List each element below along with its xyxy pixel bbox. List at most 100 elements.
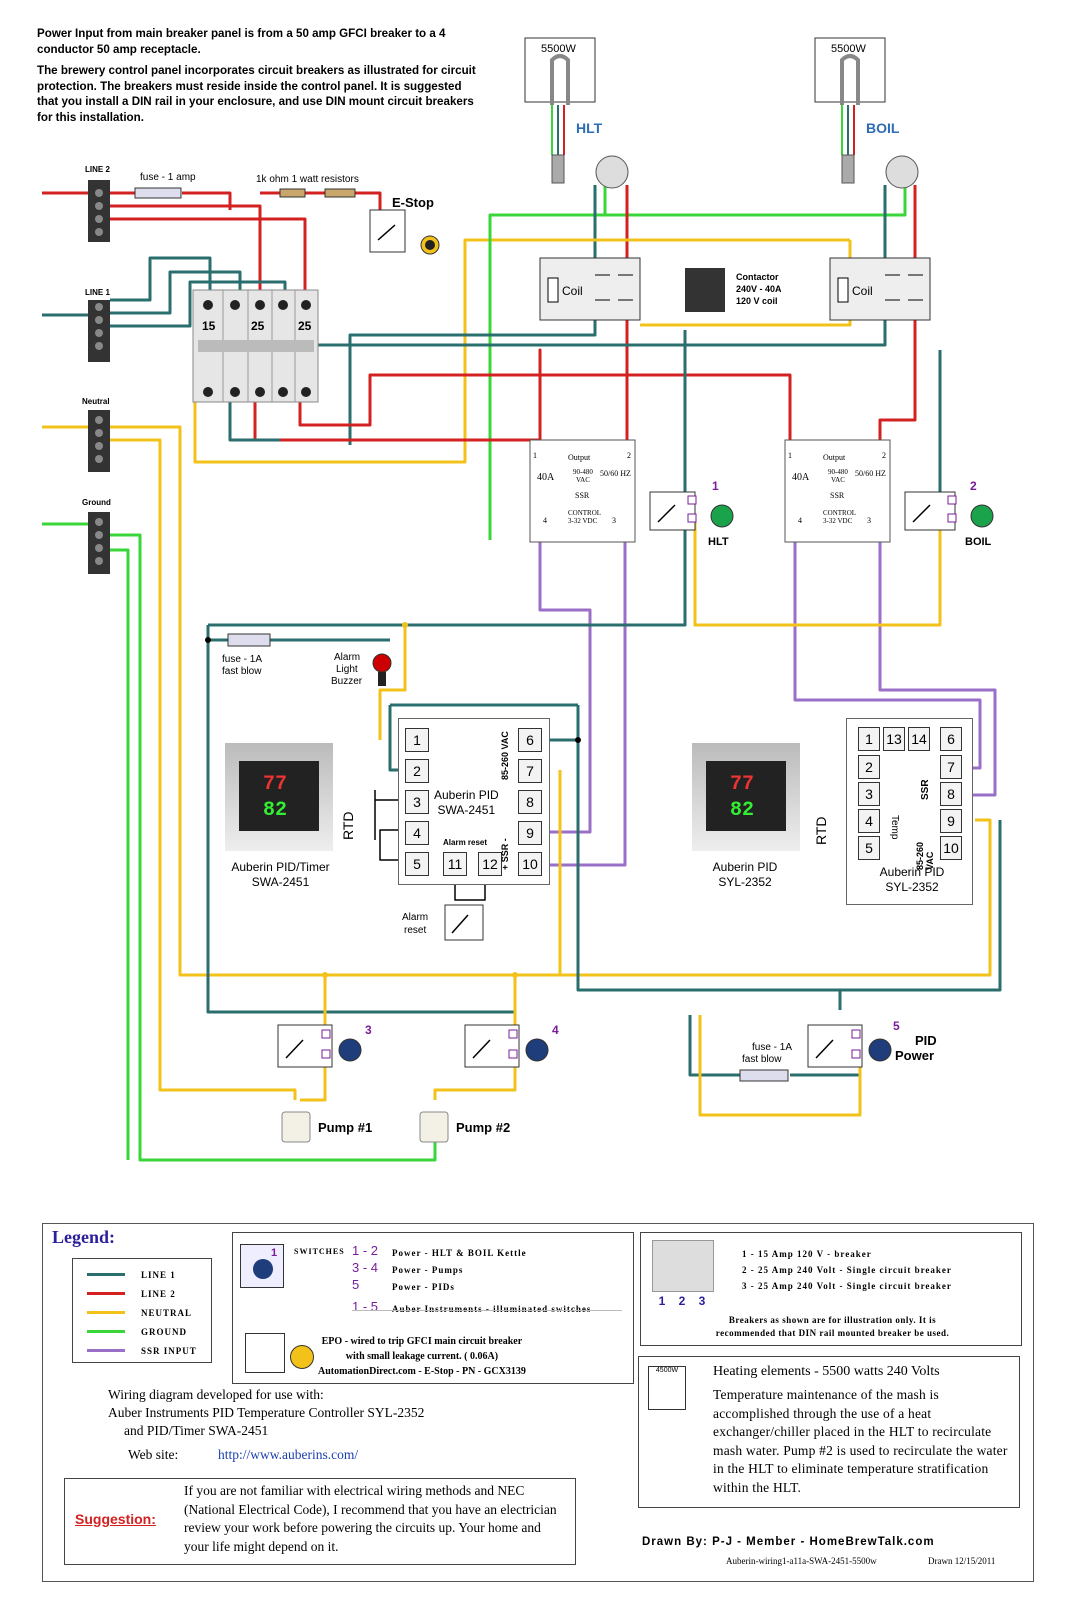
legend-switch-num-2: 3 - 4	[352, 1260, 379, 1275]
switch-hlt-label: HLT	[708, 536, 729, 548]
legend-suggestion	[64, 1478, 576, 1565]
legend-swatch-line1	[87, 1273, 125, 1276]
legend-epo-button	[290, 1345, 314, 1369]
wiring-diagram: LINE 2 LINE 1 Neutral Ground fuse - 1 am…	[42, 37, 1002, 1162]
wire-ssr-boil	[793, 515, 982, 770]
contactor-line-2: 240V - 40A	[736, 284, 782, 294]
terminal-block-neutral	[88, 410, 110, 472]
swa-vac-label: 85-260 VAC	[500, 731, 510, 780]
legend-website-label: Web site:	[128, 1447, 179, 1462]
legend-switches-head: SWITCHES	[294, 1247, 345, 1256]
syl-term-7: 7	[940, 755, 962, 779]
label-pump1: Pump #1	[318, 1120, 372, 1135]
wire-line1-4	[110, 280, 287, 328]
terminal-block-line2	[88, 180, 110, 242]
wire-ground-top	[488, 180, 907, 540]
syl-term-14: 14	[908, 727, 930, 751]
legend-label-ssr: SSR INPUT	[141, 1345, 197, 1356]
swa-photo: 77 82	[225, 743, 333, 851]
ssr-hlt-t3: 3	[612, 516, 616, 525]
ssr-boil-hz: 50/60 HZ	[855, 469, 886, 478]
legend-breaker-num-3: 3	[698, 1294, 706, 1308]
resistor-1	[279, 188, 306, 198]
legend-switch-text-4: Auber Instruments - illuminated switches	[392, 1304, 592, 1314]
label-hlt-top: HLT	[576, 120, 603, 136]
ssr-hlt-t1: 1	[533, 451, 537, 460]
ssr-hlt-hz: 50/60 HZ	[600, 469, 631, 478]
legend-item-ssr: SSR INPUT	[87, 1341, 211, 1360]
label-boil-top: BOIL	[866, 120, 900, 136]
legend-breaker-note: Breakers as shown are for illustration o…	[715, 1315, 950, 1338]
label-coil-boil: Coil	[852, 284, 873, 298]
legend-switch-text-3: Power - PIDs	[392, 1282, 455, 1292]
breaker-3-rating: 25	[298, 319, 312, 333]
plug-boil	[841, 154, 855, 184]
switch-pid-power	[807, 1024, 892, 1068]
syl-term-2: 2	[858, 755, 880, 779]
wire-boil-red	[878, 185, 917, 445]
swa-alarm-reset-label: Alarm reset	[443, 838, 488, 847]
ssr-boil-t3: 3	[867, 516, 871, 525]
intro-text: Power Input from main breaker panel is f…	[37, 26, 477, 132]
wire-ssr-boil2	[878, 515, 997, 797]
syl-term-13: 13	[883, 727, 905, 751]
legend-breaker-texts: 1 - 15 Amp 120 V - breaker 2 - 25 Amp 24…	[742, 1246, 952, 1294]
switch-boil-num: 2	[970, 479, 977, 493]
fuse-1amp	[134, 187, 182, 199]
suggestion-label: Suggestion:	[75, 1511, 156, 1527]
swa-term-1: 1	[405, 728, 429, 752]
legend-heating-icon: 4500W	[648, 1366, 686, 1410]
legend-item-neutral: NEUTRAL	[87, 1303, 211, 1322]
syl-ssr-label: SSR	[920, 779, 931, 800]
label-ground: Ground	[82, 498, 111, 507]
wire-ssr-hlt2	[545, 515, 627, 867]
legend-switch-num-3: 5	[352, 1277, 360, 1292]
ssr-boil-output: Output	[823, 453, 846, 462]
switch-boil-label: BOIL	[965, 536, 992, 548]
syl-term-6: 6	[940, 727, 962, 751]
legend-heating	[638, 1356, 1020, 1508]
wire-line1-2	[110, 256, 212, 302]
receptacle-pump1	[281, 1111, 311, 1143]
plug-hlt	[551, 154, 565, 184]
swa-term-3: 3	[405, 790, 429, 814]
legend-swatch-ssr	[87, 1349, 125, 1352]
switch-boil	[904, 491, 994, 531]
label-estop: E-Stop	[392, 195, 434, 210]
swa-term-5: 5	[405, 852, 429, 876]
contactor-line-3: 120 V coil	[736, 296, 778, 306]
wire-alarm-reset	[454, 878, 486, 901]
swa-term-12: 12	[478, 852, 502, 876]
ssr-hlt-amps: 40A	[537, 472, 555, 483]
ssr-boil-t4: 4	[798, 516, 802, 525]
switch-pump1-num: 3	[365, 1023, 372, 1037]
drawn-by: Drawn By: P-J - Member - HomeBrewTalk.co…	[642, 1536, 935, 1548]
terminal-block-ground	[88, 512, 110, 574]
syl-photo: 77 82	[692, 743, 800, 851]
legend-breaker-text-1: 1 - 15 Amp 120 V - breaker	[742, 1249, 872, 1259]
switch-hlt-num: 1	[712, 479, 719, 493]
ssr-hlt-ssr: SSR	[575, 491, 590, 500]
wire-line2-res	[260, 191, 382, 210]
legend-breaker-num-2: 2	[678, 1294, 686, 1308]
file-name: Auberin-wiring1-a11a-SWA-2451-5500w	[726, 1556, 877, 1566]
receptacle-boil	[885, 155, 919, 189]
syl-term-3: 3	[858, 782, 880, 806]
legend-label-neutral: NEUTRAL	[141, 1307, 193, 1318]
wire-br-red-2	[298, 373, 792, 445]
swa-caption: Auberin PID/Timer SWA-2451	[231, 860, 330, 889]
receptacle-hlt	[595, 155, 629, 189]
label-coil-hlt: Coil	[562, 284, 583, 298]
swa-term-8: 8	[518, 790, 542, 814]
legend-label-ground: GROUND	[141, 1326, 187, 1337]
syl-term-8: 8	[940, 782, 962, 806]
contactor-hlt	[539, 257, 641, 321]
legend-website-link[interactable]: http://www.auberins.com/	[218, 1447, 359, 1462]
legend-area	[42, 1223, 1034, 1582]
legend-item-line2: LINE 2	[87, 1284, 211, 1303]
